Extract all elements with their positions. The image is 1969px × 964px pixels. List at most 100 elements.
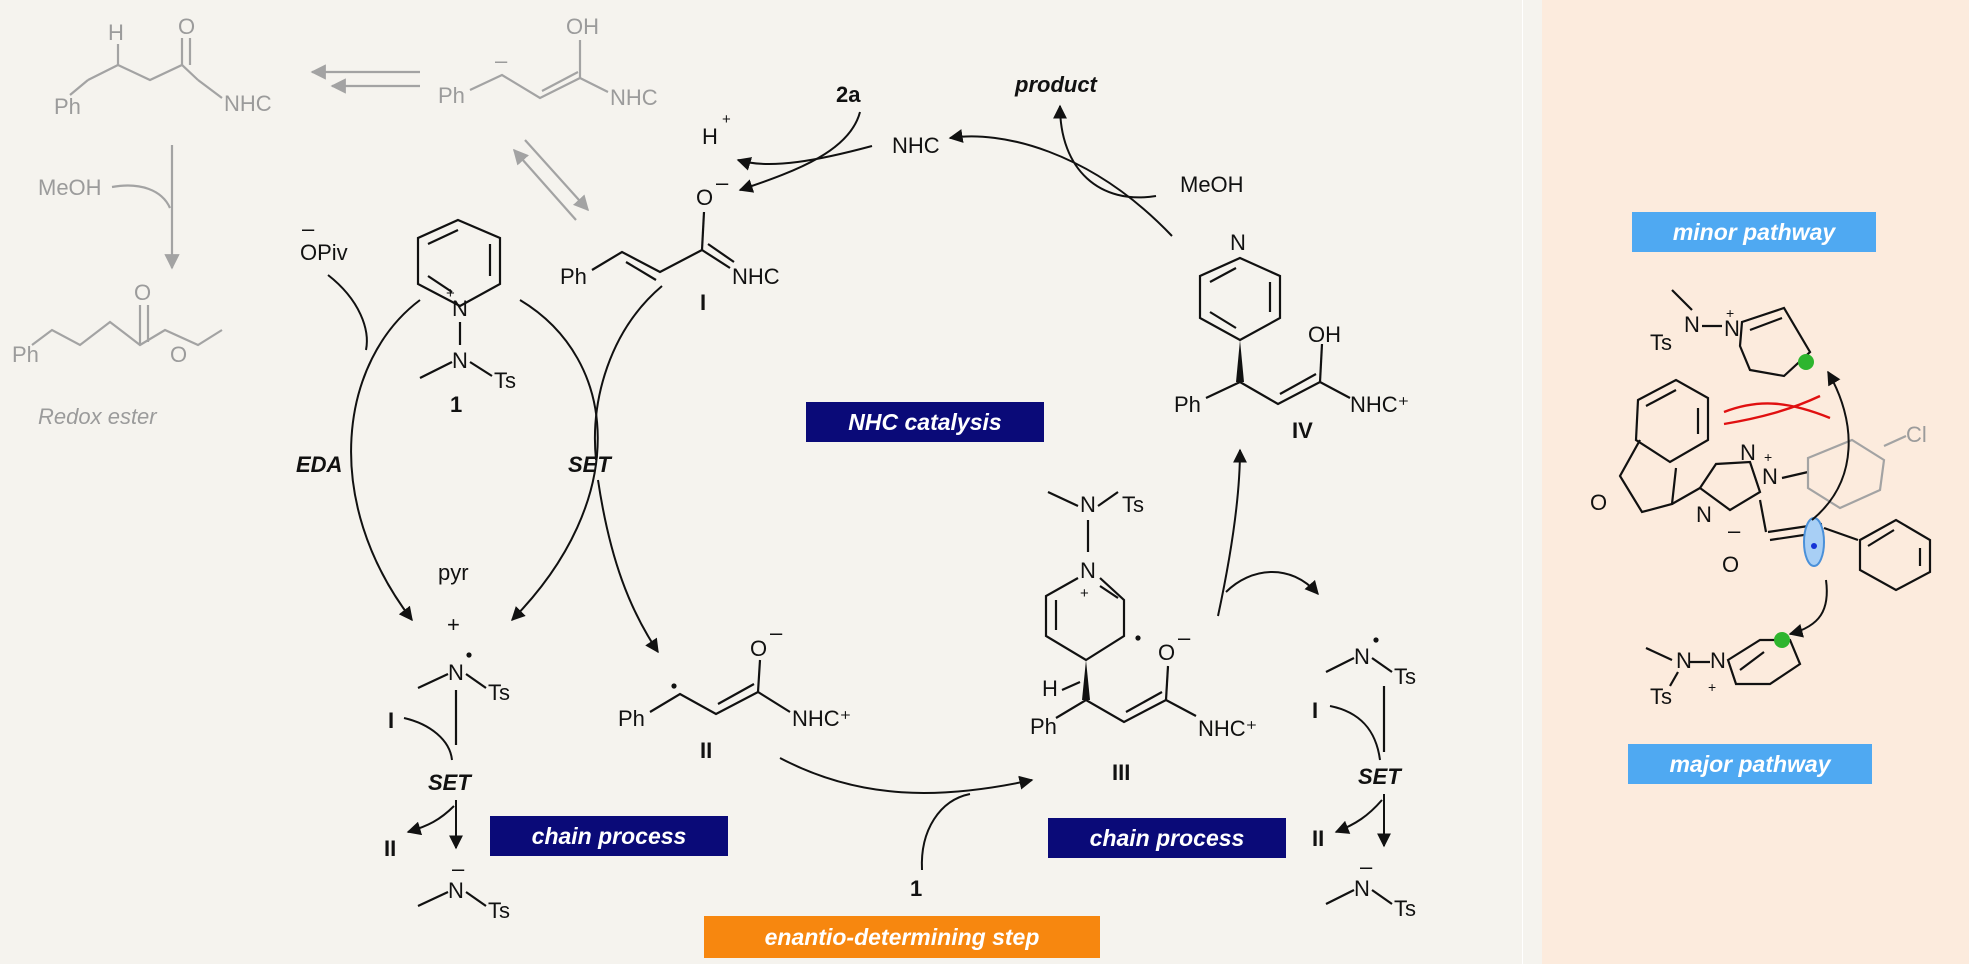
grey-ph-label-2: Ph: [438, 83, 465, 108]
int-IV-pyridine-ring: [1198, 256, 1282, 342]
grey-ph-label-1: Ph: [54, 94, 81, 119]
side-triazolium-plus: +: [1764, 449, 1772, 465]
grey-oh-label: OH: [566, 14, 599, 39]
opiv-curve: [327, 274, 368, 351]
grey-meoh-curve: [111, 184, 172, 209]
minor-pathway-arrow: [1811, 370, 1850, 521]
amide-anion-n-right: N: [1354, 876, 1370, 901]
radical-site-bottom: [1774, 632, 1790, 648]
int-I-left: I: [388, 708, 394, 733]
int-III-ts: Ts: [1122, 492, 1144, 517]
side-cl-label: Cl: [1906, 422, 1927, 447]
set-to-intermediate-II: [597, 479, 659, 654]
int-II-label: II: [700, 738, 712, 763]
side-phenyl-ring: [1858, 518, 1932, 592]
grey-chain-1: [87, 63, 199, 82]
hydrazine-n: N: [452, 348, 468, 373]
side-indane-ring: [1634, 378, 1710, 464]
main-catalytic-cycle: OPiv – N + N Ts 1 EDA SET pyr + N Ts I: [296, 72, 1416, 958]
ts-label-3: Ts: [488, 898, 510, 923]
side-chlorophenyl-ring: [1806, 438, 1886, 510]
major-pathway-arrow: [1788, 579, 1828, 638]
side-pyridinium-bottom: [1726, 638, 1802, 686]
side-triazolium-n-3: N: [1696, 502, 1712, 527]
side-triazolium-ring: [1698, 460, 1762, 512]
p-orbital: [1803, 517, 1825, 567]
chain-process-left-box: [490, 816, 728, 856]
steric-clash-2: [1723, 394, 1821, 426]
int-II-o: O: [750, 636, 767, 661]
ts-label-right-2: Ts: [1394, 896, 1416, 921]
amide-anion-n-left: N: [448, 878, 464, 903]
reagent-1-label: 1: [910, 876, 922, 901]
pyridinium-n: N: [452, 296, 468, 321]
pyridinium-ring-1: [416, 218, 502, 308]
set-from-intermediate-I: [594, 285, 663, 461]
meoh-label: MeOH: [1180, 172, 1244, 197]
grey-meoh-label: MeOH: [38, 175, 102, 200]
amidyl-n-right: N: [1354, 644, 1370, 669]
enantio-determining-label: enantio-determining step: [765, 924, 1040, 950]
side-n-top-2: N: [1724, 316, 1740, 341]
side-triazolium-n-1: N: [1740, 440, 1756, 465]
int-III-nhc: NHC⁺: [1198, 716, 1257, 741]
right-chain-arrow-II: [1334, 799, 1383, 834]
int-IV-oh: OH: [1308, 322, 1341, 347]
side-panel: [1542, 0, 1969, 964]
int-II-left: II: [384, 836, 396, 861]
int-I-o-minus: –: [716, 170, 729, 195]
major-pathway-box: [1628, 744, 1872, 784]
side-pyridinium-top: [1738, 306, 1812, 378]
side-n-bottom-1: N: [1676, 648, 1692, 673]
grey-minus: –: [495, 48, 508, 73]
side-triazolium-n-2: N: [1762, 464, 1778, 489]
amidyl-n: N: [448, 660, 464, 685]
int-III-o-minus: –: [1178, 625, 1191, 650]
side-o-ring: O: [1590, 490, 1607, 515]
svg-text:+: +: [1080, 585, 1089, 602]
opiv-minus: –: [302, 216, 315, 241]
arrow-IV-to-NHC: [948, 129, 1173, 237]
ts-label-1: Ts: [494, 368, 516, 393]
amide-anion-minus-right: –: [1360, 854, 1373, 879]
int-III-h: H: [1042, 676, 1058, 701]
int-II-right: II: [1312, 826, 1324, 851]
plus-sign: +: [447, 612, 460, 637]
arrow-II-to-III: [779, 757, 1034, 794]
side-enolate-minus: –: [1728, 518, 1741, 543]
int-II-o-minus: –: [770, 620, 783, 645]
side-fused-ring: [1618, 439, 1678, 514]
nhc-label-top: NHC: [892, 133, 940, 158]
chain-process-left-label: chain process: [532, 823, 687, 849]
arrow-III-to-IV: [1217, 448, 1247, 617]
arrow-release-amidyl: [1225, 571, 1319, 596]
int-III-n-top: N: [1080, 492, 1096, 517]
int-III-label: III: [1112, 760, 1130, 785]
grey-equilibrium-down: [524, 139, 590, 212]
left-chain-arrow-II: [406, 805, 455, 836]
side-n-bottom-2: N: [1710, 648, 1726, 673]
int-IV-pyridine-n: N: [1230, 230, 1246, 255]
int-IV-label: IV: [1292, 418, 1313, 443]
int-II-nhc: NHC⁺: [792, 706, 851, 731]
set-arrow-center: [511, 299, 599, 621]
eda-arrow-left: [350, 299, 421, 622]
arrow-to-h-plus: [736, 145, 873, 171]
arrow-2a-to-I: [738, 111, 861, 193]
enantio-determining-box: [704, 916, 1100, 958]
steric-clash-1: [1723, 402, 1831, 420]
compound-1-label: 1: [450, 392, 462, 417]
left-chain-curve: [403, 717, 453, 761]
grey-nhc-label-2: NHC: [610, 85, 658, 110]
set-label-left: SET: [428, 770, 472, 795]
int-I-o: O: [696, 185, 713, 210]
int-I-ph: Ph: [560, 264, 587, 289]
grey-h-label: H: [108, 20, 124, 45]
pyr-label: pyr: [438, 560, 469, 585]
major-pathway-label: major pathway: [1669, 751, 1831, 777]
side-ts-bottom: Ts: [1650, 684, 1672, 709]
side-plus-top: +: [1726, 305, 1734, 321]
grey-o-label: O: [178, 14, 195, 39]
grey-side-scheme: H O Ph NHC Ph – OH NHC MeOH O Ph O Redox…: [12, 14, 658, 429]
